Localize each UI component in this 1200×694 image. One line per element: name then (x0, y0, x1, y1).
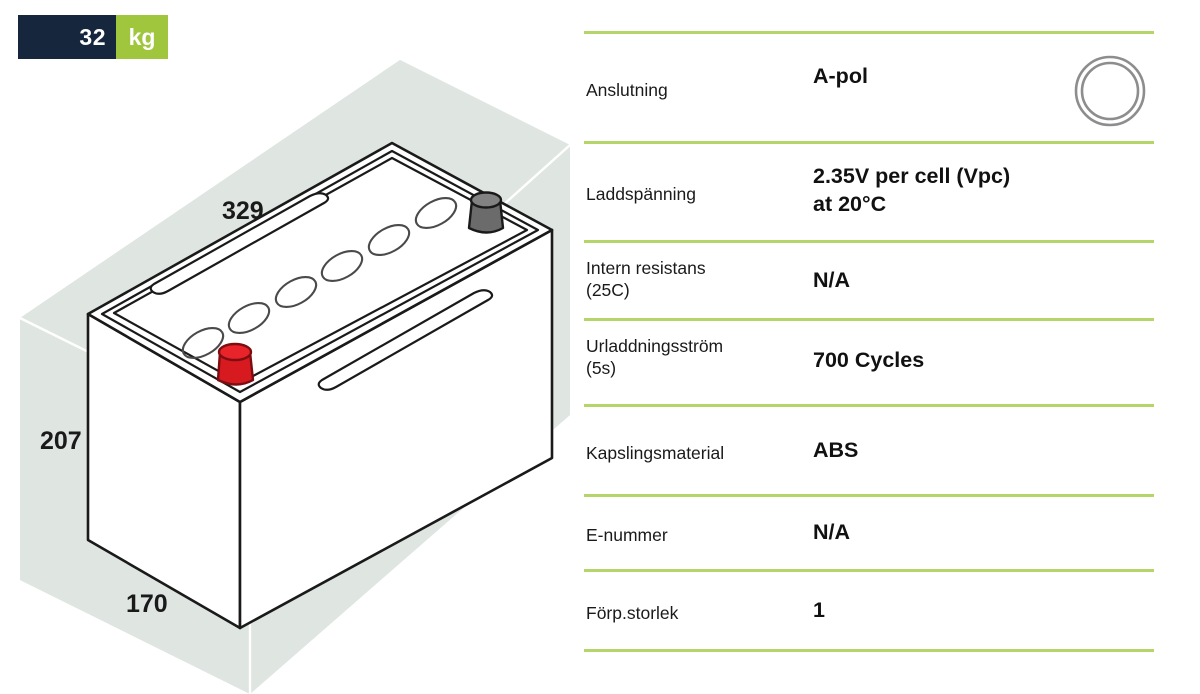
cell-cap (414, 196, 458, 230)
dimension-label-length: 329 (222, 197, 264, 225)
cell-cap (227, 301, 271, 335)
cell-cap (274, 275, 318, 309)
spec-label: Intern resistans (25C) (586, 258, 706, 301)
spec-value: ABS (813, 438, 859, 462)
spec-value: 1 (813, 598, 825, 622)
spec-row-forp-storlek: Förp.storlek 1 (578, 569, 1178, 649)
spec-value: N/A (813, 520, 851, 544)
dimension-label-height: 207 (40, 427, 82, 455)
weight-unit: kg (116, 15, 168, 59)
cell-cap (320, 249, 364, 283)
row-divider (584, 404, 1154, 407)
positive-terminal (216, 342, 255, 386)
row-divider (584, 649, 1154, 652)
spec-value: 700 Cycles (813, 348, 925, 372)
spec-label: Kapslingsmaterial (586, 443, 725, 463)
row-divider (584, 569, 1154, 572)
spec-row-urladdningsstrom: Urladdningsström (5s) 700 Cycles (578, 318, 1178, 404)
specification-table: Anslutning A-pol Laddspänning 2.35V per … (578, 0, 1178, 694)
row-divider (584, 240, 1154, 243)
weight-value: 32 (18, 15, 116, 59)
weight-badge: 32 kg (18, 15, 168, 59)
spec-label: Anslutning (586, 80, 668, 100)
spec-label: Förp.storlek (586, 603, 679, 623)
dimension-label-depth: 170 (126, 590, 168, 618)
battery-vent-strips (149, 192, 494, 391)
battery-body-shape (86, 141, 554, 630)
terminal-pole-icon (1073, 54, 1147, 128)
cell-cap (181, 326, 225, 360)
spec-row-e-nummer: E-nummer N/A (578, 494, 1178, 569)
row-divider (584, 31, 1154, 34)
spec-label: Urladdningsström (5s) (586, 336, 724, 379)
row-divider (584, 494, 1154, 497)
spec-row-laddspanning: Laddspänning 2.35V per cell (Vpc) at 20°… (578, 141, 1178, 240)
battery-illustration: 329 207 170 (0, 0, 570, 694)
cell-caps (181, 196, 458, 360)
cell-cap (367, 223, 411, 257)
row-divider (584, 318, 1154, 321)
negative-terminal (467, 191, 505, 234)
spec-row-intern-resistans: Intern resistans (25C) N/A (578, 240, 1178, 318)
spec-label: Laddspänning (586, 184, 696, 204)
spec-row-kapslingsmaterial: Kapslingsmaterial ABS (578, 404, 1178, 494)
spec-value: N/A (813, 268, 851, 292)
row-divider (584, 141, 1154, 144)
spec-label: E-nummer (586, 525, 668, 545)
spec-value: A-pol (813, 64, 868, 88)
spec-row-anslutning: Anslutning A-pol (578, 31, 1178, 141)
spec-value: 2.35V per cell (Vpc) at 20°C (813, 164, 1011, 216)
